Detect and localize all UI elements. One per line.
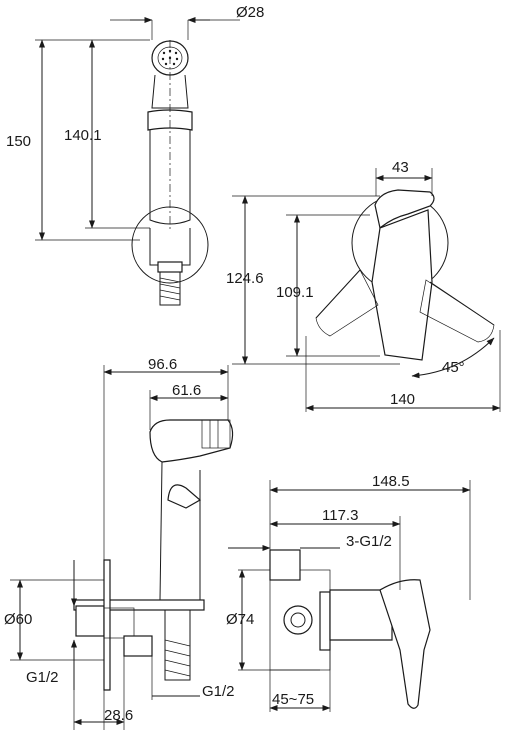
label-flange-diameter: Ø74	[226, 611, 254, 628]
side-nozzle	[201, 419, 231, 449]
label-thread-bottom: G1/2	[202, 683, 235, 700]
label-spray-head-length: 61.6	[172, 382, 201, 399]
label-mixer-depth: 148.5	[372, 473, 410, 490]
label-offset: 28.6	[104, 707, 133, 724]
inlet-circle	[283, 605, 313, 635]
label-mixer-body-depth: 117.3	[322, 507, 358, 524]
handle-rotated-left	[315, 269, 379, 337]
wall-plate-inner	[75, 605, 105, 637]
hose	[159, 272, 181, 306]
label-mixer-inner-height: 109.1	[276, 284, 314, 301]
side-handle	[159, 461, 201, 601]
hand-spray-side-view: 96.6 61.6 Ø60 G1/2 G1/2 28.6	[4, 356, 235, 730]
label-handle-span: 140	[390, 391, 415, 408]
wall-plate	[103, 559, 111, 691]
mixer-side-view: 43 124.6 109.1 45° 140	[226, 159, 501, 412]
side-hose	[164, 610, 191, 681]
hose-nut	[157, 261, 183, 273]
label-thread: 3-G1/2	[346, 533, 392, 550]
label-overall-height: 150	[6, 133, 31, 150]
label-wall-diameter: Ø60	[4, 611, 32, 628]
mixer-handle-top	[374, 189, 435, 230]
dim-angle-arc	[411, 337, 495, 379]
bottom-fitting	[123, 635, 153, 657]
hand-spray-front-view: Ø28 150 140.1	[6, 4, 264, 306]
label-head-height: 140.1	[64, 127, 102, 144]
label-spray-length: 96.6	[148, 356, 177, 373]
inlet-top	[269, 549, 301, 581]
holder-flange	[131, 206, 209, 284]
mixer-front-view: 148.5 117.3 3-G1/2 Ø74 45~75	[226, 473, 471, 712]
label-thread-left: G1/2	[26, 669, 59, 686]
label-head-diameter: Ø28	[236, 4, 264, 21]
holder-body	[149, 228, 191, 266]
label-mixer-height: 124.6	[226, 270, 264, 287]
mixer-handle-main	[371, 209, 433, 361]
label-handle-angle: 45°	[442, 359, 465, 376]
label-body-width: 43	[392, 159, 409, 176]
label-wall-range: 45~75	[272, 691, 314, 708]
mixer-front-handle	[379, 579, 431, 709]
nozzle-holes	[161, 49, 179, 66]
side-spray-head	[149, 419, 234, 463]
side-trigger	[167, 484, 202, 509]
flange-plate	[319, 591, 331, 651]
